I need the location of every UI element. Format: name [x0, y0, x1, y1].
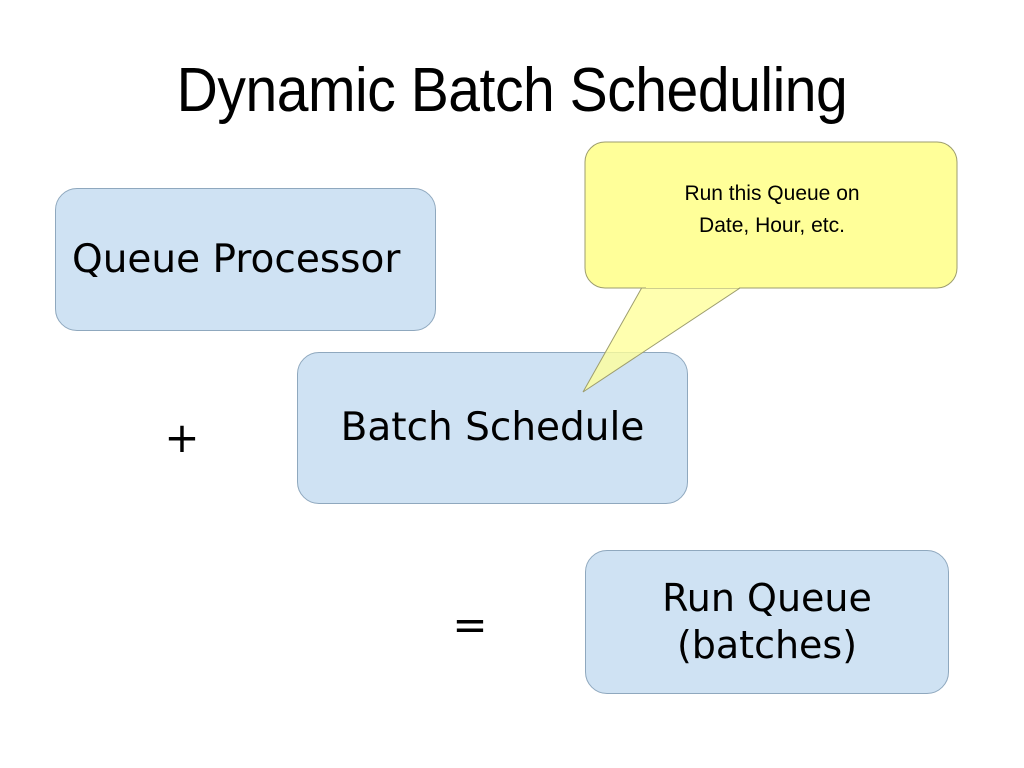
diagram-box-queue-processor[interactable]: Queue Processor [55, 188, 436, 331]
diagram-box-batch-schedule[interactable]: Batch Schedule [297, 352, 688, 504]
diagram-box-run-queue-label: Run Queue (batches) [662, 576, 872, 667]
diagram-box-queue-processor-label: Queue Processor [72, 236, 401, 282]
callout-text: Run this Queue on Date, Hour, etc. [684, 182, 860, 237]
diagram-box-run-queue[interactable]: Run Queue (batches) [585, 550, 949, 694]
diagram-box-batch-schedule-label: Batch Schedule [340, 405, 645, 450]
operator-equals: = [452, 600, 488, 649]
page-title: Dynamic Batch Scheduling [176, 56, 848, 125]
operator-plus: + [164, 413, 200, 462]
callout-tail-seam [646, 282, 739, 288]
